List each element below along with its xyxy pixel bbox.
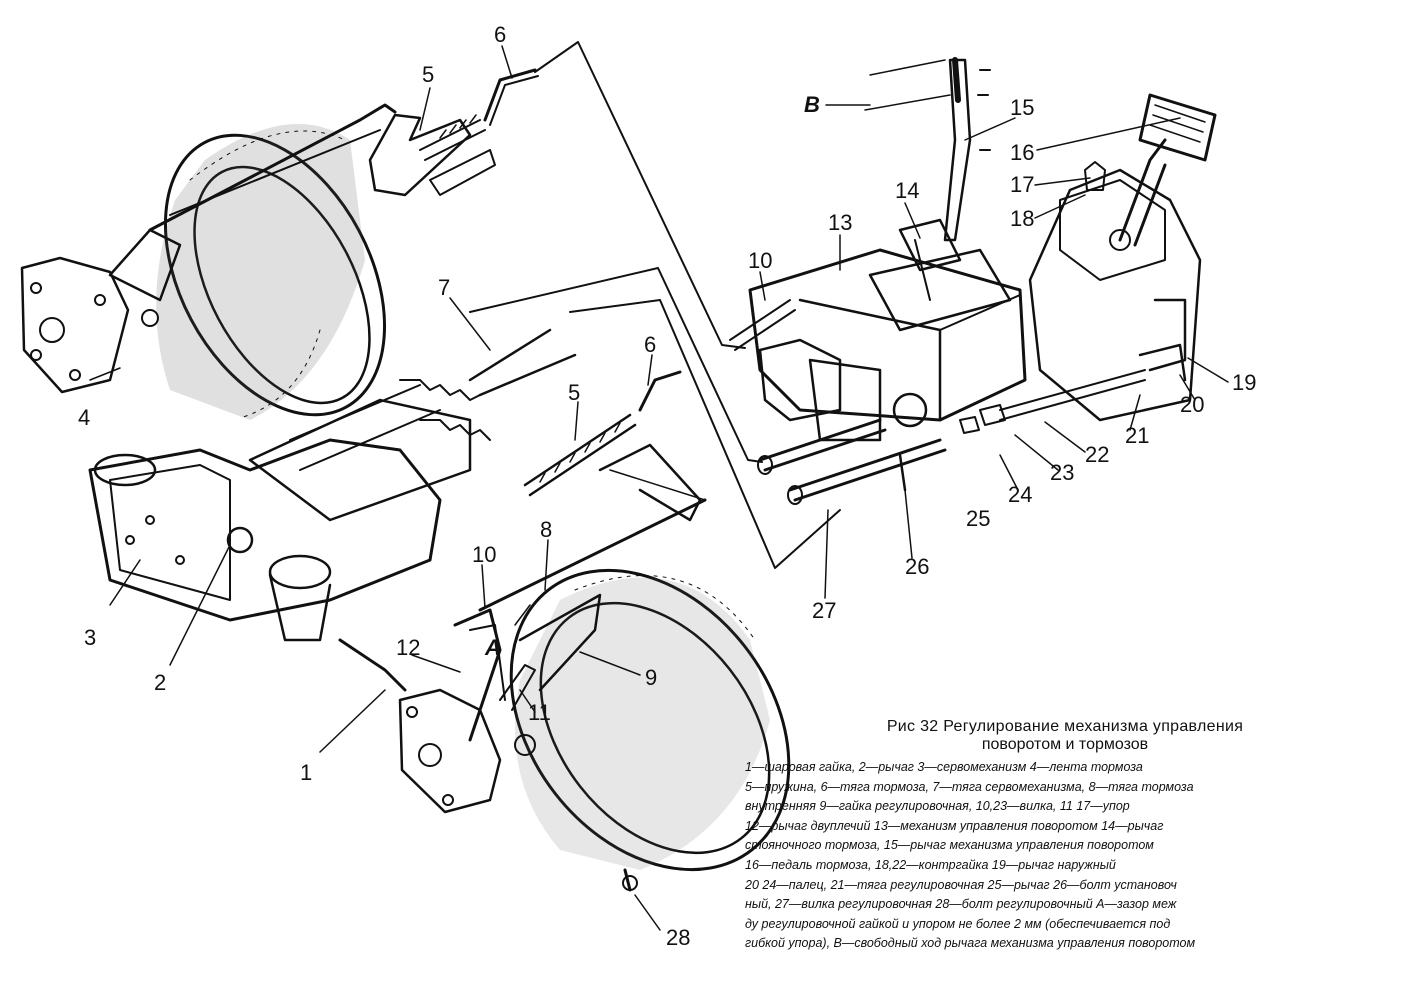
callout-3: 3: [84, 625, 96, 650]
callout-17: 17: [1010, 172, 1034, 197]
callout-16: 16: [1010, 140, 1034, 165]
brake-bracket-upper: [20, 103, 397, 394]
turn-control-mechanism: [729, 57, 1027, 505]
callout-26: 26: [905, 554, 929, 579]
callout-12: 12: [396, 635, 420, 660]
callout-19: 19: [1232, 370, 1256, 395]
callout-27: 27: [812, 598, 836, 623]
callout-13: 13: [828, 210, 852, 235]
callout-1: 1: [300, 760, 312, 785]
caption-subtitle: поворотом и тормозов: [981, 736, 1149, 753]
callout-6-middle: 6: [644, 332, 656, 357]
callout-23: 23: [1050, 460, 1074, 485]
callout-21: 21: [1125, 423, 1149, 448]
caption-line: ный, 27—вилка регулировочная 28—болт рег…: [745, 897, 1177, 912]
guide-line-middle: [469, 267, 763, 463]
callout-11: 11: [528, 700, 551, 725]
caption-line: гибкой упора), В—свободный ход рычага ме…: [745, 936, 1196, 951]
callout-2: 2: [154, 670, 166, 695]
caption-line: 5—пружина, 6—тяга тормоза, 7—тяга сервом…: [745, 779, 1194, 794]
callout-4: 4: [78, 405, 90, 430]
figure-caption: Рис 32 Регулирование механизма управлени…: [745, 718, 1385, 954]
caption-line: стояночного тормоза, 15—рычаг механизма …: [745, 838, 1154, 853]
callout-5-upper: 5: [422, 62, 434, 87]
callout-15: 15: [1010, 95, 1034, 120]
callout-22: 22: [1085, 442, 1109, 467]
caption-line: внутренняя 9—гайка регулировочная, 10,23…: [745, 799, 1130, 814]
callout-B: В: [804, 92, 820, 117]
leader-lines: [89, 45, 1229, 931]
caption-line: 1—шаровая гайка, 2—рычаг 3—сервомеханизм…: [745, 760, 1143, 774]
callout-5-middle: 5: [568, 380, 580, 405]
callout-20: 20: [1180, 392, 1204, 417]
callout-28: 28: [666, 925, 690, 950]
callout-9: 9: [645, 665, 657, 690]
spring-rod-upper: [368, 68, 539, 197]
caption-legend: 1—шаровая гайка, 2—рычаг 3—сервомеханизм…: [745, 758, 1385, 954]
inner-brake-rod: [478, 498, 707, 612]
callout-7: 7: [438, 275, 450, 300]
guide-line-upper: [534, 41, 746, 349]
caption-line: 12—рычаг двуплечий 13—механизм управлени…: [745, 818, 1164, 833]
caption-line: 20 24—палец, 21—тяга регулировочная 25—р…: [745, 877, 1177, 892]
callout-10-upper: 10: [748, 248, 772, 273]
caption-line: 16—педаль тормоза, 18,22—контргайка 19—р…: [745, 857, 1116, 872]
callout-14: 14: [895, 178, 919, 203]
caption-line: ду регулировочной гайкой и упором не бол…: [745, 916, 1171, 931]
brake-pedal-assembly: [959, 93, 1217, 434]
callout-6-upper: 6: [494, 22, 506, 47]
servo-rod: [468, 328, 577, 397]
callout-A: А: [484, 635, 501, 660]
guide-line-lower: [569, 299, 841, 569]
caption-title: Рис 32 Регулирование механизма управлени…: [886, 718, 1244, 735]
callout-10-lower: 10: [472, 542, 496, 567]
brake-band-lower: [509, 568, 791, 872]
callout-18: 18: [1010, 206, 1034, 231]
callout-8: 8: [540, 517, 552, 542]
servo-mechanism: [88, 379, 491, 692]
brake-bracket-lower: [398, 593, 638, 892]
callout-24: 24: [1008, 482, 1032, 507]
callout-25: 25: [966, 506, 990, 531]
spring-rod-middle: [523, 370, 706, 522]
